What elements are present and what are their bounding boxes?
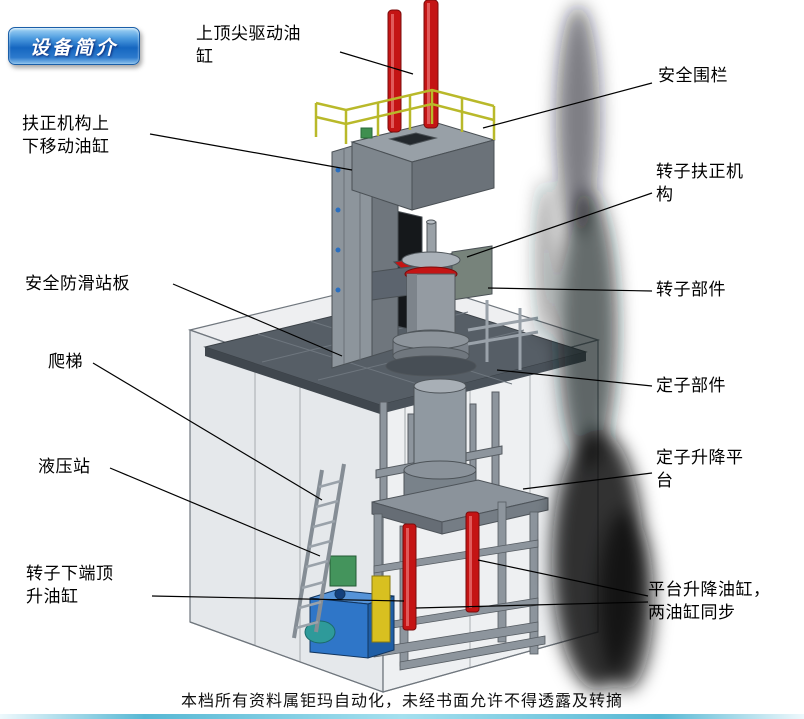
label-hydraulic-station: 液压站	[38, 457, 91, 476]
label-centering-move-cylinder: 扶正机构上下移动油缸	[22, 114, 110, 157]
bottom-accent-bar	[0, 714, 804, 719]
smoke-shadow	[535, 5, 654, 690]
label-rotor-centering: 转子扶正机构	[656, 162, 744, 205]
label-stator-part: 定子部件	[656, 376, 726, 395]
label-safety-fence: 安全围栏	[658, 66, 728, 85]
equipment-intro-badge: 设备简介	[8, 27, 140, 65]
ladder	[292, 463, 346, 639]
hydraulic-station	[304, 555, 395, 659]
platform-guide-rails	[467, 300, 539, 370]
copyright-text: 本档所有资料属钜玛自动化，未经书面允许不得透露及转摘	[180, 693, 623, 710]
leader-lines	[92, 51, 653, 609]
top-drive-cylinders	[387, 0, 439, 133]
rotor-assembly	[385, 219, 477, 377]
label-ladder: 爬梯	[48, 352, 83, 371]
label-anti-slip-plate: 安全防滑站板	[25, 274, 130, 293]
safety-railing	[314, 88, 496, 144]
label-rotor-jack-cylinder: 转子下端顶升油缸	[26, 564, 114, 607]
label-platform-cylinders: 平台升降油缸，两油缸同步	[648, 580, 771, 623]
label-stator-platform: 定子升降平台	[656, 448, 744, 491]
top-housing	[350, 121, 496, 211]
label-rotor-part: 转子部件	[656, 280, 726, 299]
label-top-drive-cylinder: 上顶尖驱动油缸	[196, 24, 301, 67]
platform-lift-cylinders	[402, 511, 480, 631]
